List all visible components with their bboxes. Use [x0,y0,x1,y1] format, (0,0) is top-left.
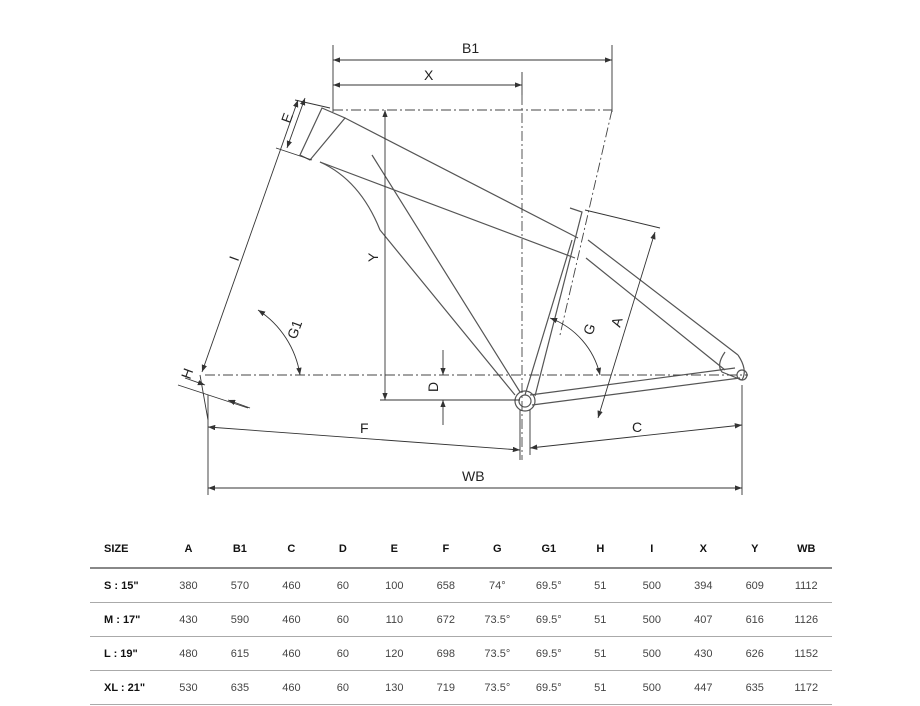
table-cell: 394 [677,568,729,603]
size-cell: M : 17" [90,602,163,637]
column-header: H [574,530,627,569]
table-cell: 1152 [780,636,832,671]
size-cell: L : 19" [90,636,163,671]
table-cell: 120 [368,636,421,671]
table-cell: 51 [574,602,627,637]
table-cell: 615 [214,636,266,671]
table-cell: 100 [368,568,421,603]
table-cell: 460 [265,636,318,671]
table-cell: 69.5° [523,636,575,671]
table-cell: 380 [162,568,215,603]
table-cell: 500 [626,568,678,603]
column-header: A [162,530,215,569]
table-cell: 60 [317,568,369,603]
column-header: G1 [523,530,575,569]
table-cell: 500 [626,636,678,671]
table-cell: 609 [729,568,781,603]
label-b1: B1 [462,40,479,56]
dimension-lines [177,45,748,495]
table-cell: 480 [162,636,215,671]
table-cell: 530 [162,670,215,705]
table-cell: 460 [265,602,318,637]
column-header: B1 [214,530,266,569]
table-cell: 73.5° [471,602,524,637]
table-header-row: SIZE A B1 C D E F G G1 H I X Y WB [90,530,832,569]
table-cell: 460 [265,670,318,705]
table-cell: 1126 [780,602,832,637]
label-y: Y [365,252,381,262]
column-header: C [265,530,318,569]
label-i: I [226,254,242,263]
table-cell: 616 [729,602,781,637]
table-cell: 69.5° [523,568,575,603]
column-header: Y [729,530,781,569]
table-cell: 74° [471,568,524,603]
frame-geometry-diagram: B1 X E Y I G1 G A H D F C WB [177,40,748,495]
table-cell: 447 [677,670,729,705]
table-cell: 500 [626,602,678,637]
table-cell: 1172 [780,670,832,705]
label-a: A [608,315,626,329]
label-g: G [580,321,599,337]
table-cell: 590 [214,602,266,637]
table-cell: 69.5° [523,602,575,637]
table-cell: 73.5° [471,670,524,705]
table-cell: 430 [677,636,729,671]
table-cell: 60 [317,636,369,671]
table-cell: 51 [574,636,627,671]
column-header: I [626,530,678,569]
table-cell: 430 [162,602,215,637]
table-cell: 672 [420,602,472,637]
column-header: WB [780,530,832,569]
table-cell: 69.5° [523,670,575,705]
label-x: X [424,67,434,83]
table-cell: 407 [677,602,729,637]
table-cell: 658 [420,568,472,603]
label-g1: G1 [284,318,305,341]
column-header: G [471,530,524,569]
column-header: F [420,530,472,569]
table-cell: 635 [729,670,781,705]
table-cell: 110 [368,602,421,637]
column-header: D [317,530,369,569]
table-cell: 719 [420,670,472,705]
size-cell: S : 15" [90,568,163,603]
column-header: X [677,530,729,569]
table-cell: 1112 [780,568,832,603]
table-cell: 60 [317,670,369,705]
table-cell: 570 [214,568,266,603]
column-header: E [368,530,421,569]
size-cell: XL : 21" [90,670,163,705]
geometry-table: SIZE A B1 C D E F G G1 H I X Y WB S : 15… [90,530,832,705]
table-cell: 500 [626,670,678,705]
column-header: SIZE [90,530,163,569]
label-f: F [360,420,369,436]
label-d: D [425,382,441,392]
table-cell: 698 [420,636,472,671]
table-cell: 51 [574,670,627,705]
table-cell: 635 [214,670,266,705]
table-cell: 51 [574,568,627,603]
label-wb: WB [462,468,485,484]
label-h: H [178,366,196,381]
table-cell: 626 [729,636,781,671]
label-c: C [632,419,642,435]
table-cell: 130 [368,670,421,705]
table-cell: 73.5° [471,636,524,671]
table-cell: 60 [317,602,369,637]
table-cell: 460 [265,568,318,603]
